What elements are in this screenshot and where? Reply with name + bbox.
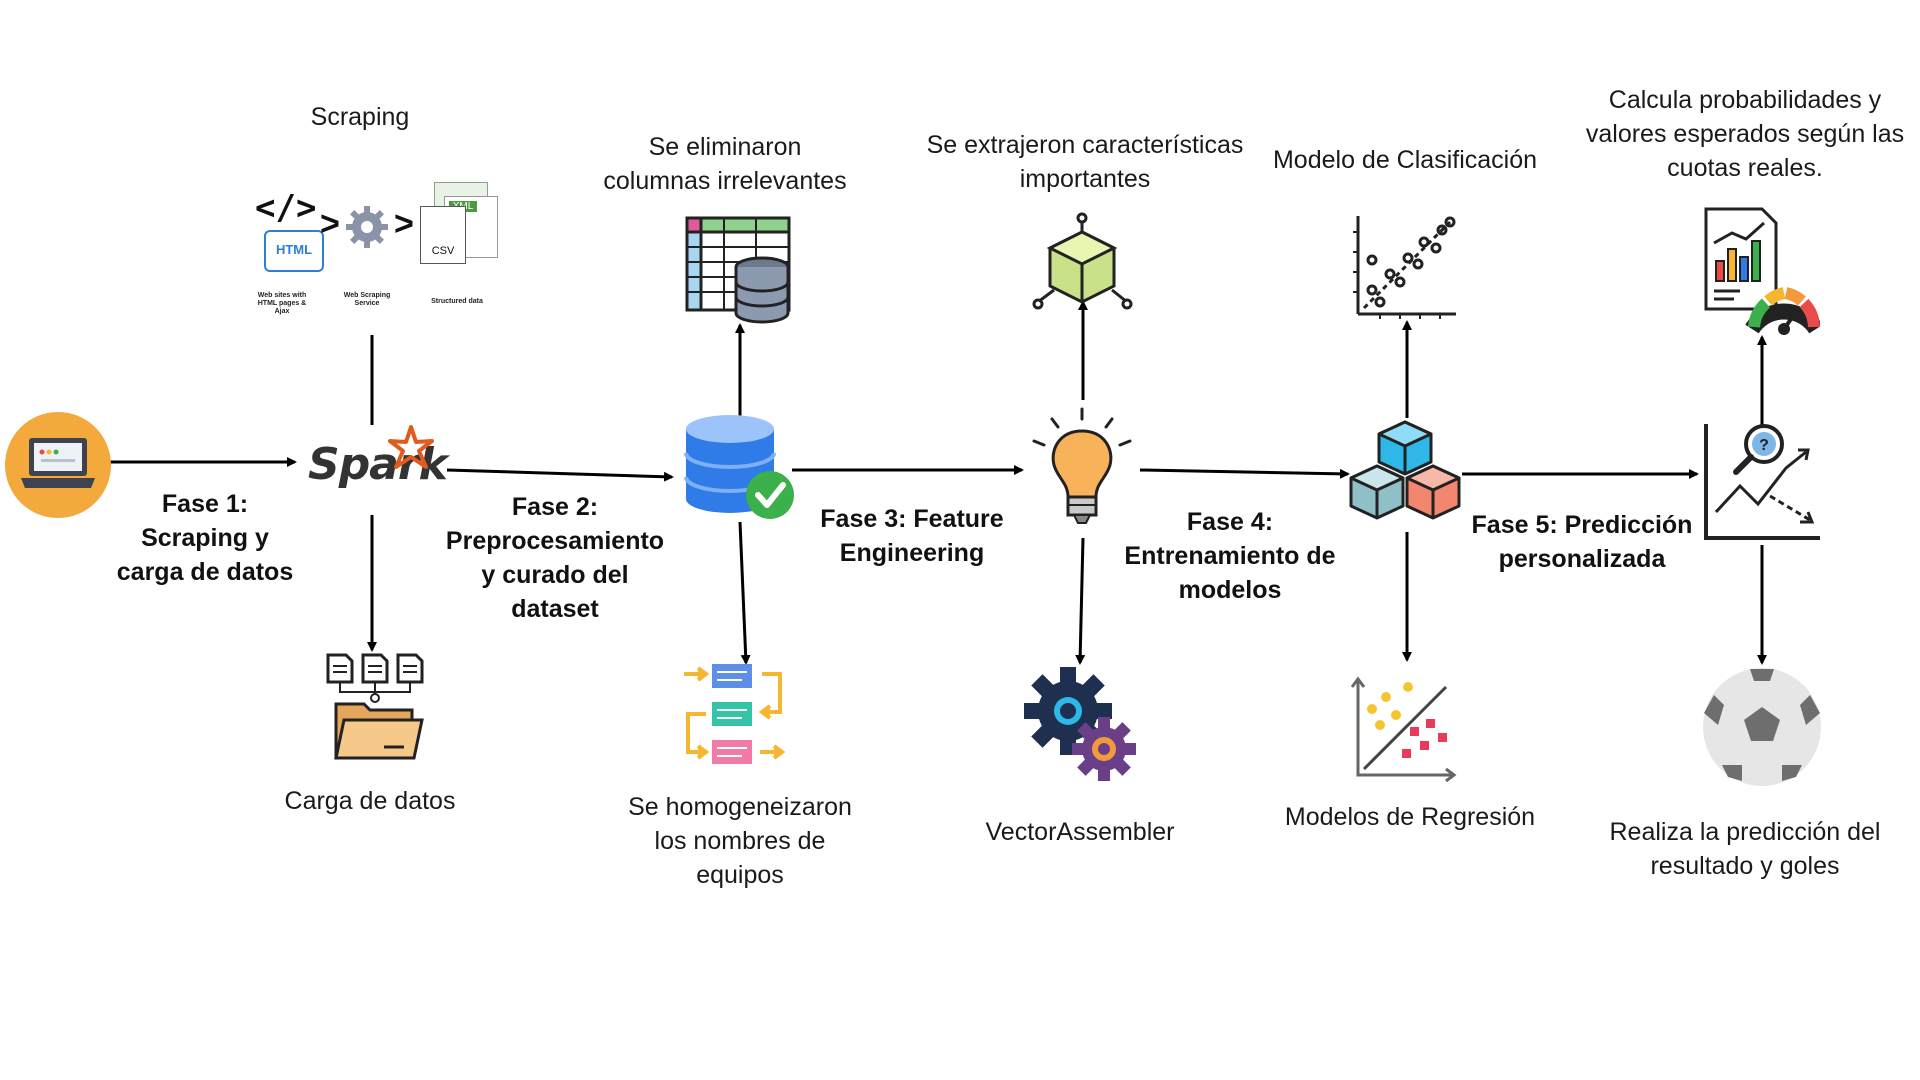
extrajeron-label: Se extrajeron características importante… [926, 131, 1244, 193]
arrow-db-homog [738, 521, 751, 665]
table-database-icon [684, 215, 796, 327]
phase-5-label: Fase 5: Predicción personalizada [1471, 511, 1693, 573]
phase-4-label: Fase 4: Entrenamiento de modelos [1124, 508, 1336, 604]
laptop-icon [3, 410, 113, 520]
clasificacion-label: Modelo de Clasificación [1272, 146, 1538, 174]
vectorassembler-label: VectorAssembler [985, 818, 1175, 846]
prediction-chart-icon: ? [1700, 420, 1825, 545]
chevron-right-icon: > [320, 205, 340, 243]
spark-logo: Spark [308, 425, 448, 495]
report-gauge-icon [1700, 205, 1823, 335]
soccer-ball-icon [1700, 665, 1824, 789]
lightbulb-icon [1030, 405, 1135, 530]
eliminaron-label: Se eliminaron columnas irrelevantes [603, 133, 847, 195]
regresion-label: Modelos de Regresión [1284, 803, 1536, 831]
scraping-diagram: </> HTML > > XML CSV Web sites with HTML… [252, 182, 498, 315]
chevron-right-icon: > [394, 205, 414, 243]
html-tag-icon: </> [255, 188, 317, 228]
database-check-icon [680, 415, 800, 525]
arrow-bulb-blocks [1139, 468, 1350, 479]
gear-icon [342, 202, 392, 257]
caption-web: Web sites with HTML pages & Ajax [257, 292, 307, 315]
calcula-label: Calcula probabilidades y valores esperad… [1585, 86, 1905, 182]
realiza-label: Realiza la predicción del resultado y go… [1609, 818, 1881, 880]
homogeneizaron-label: Se homogeneizaron los nombres de equipos [628, 793, 852, 889]
blocks-icon [1345, 418, 1465, 533]
structured-data-icon: XML CSV [420, 182, 498, 270]
folder-files-icon [320, 650, 430, 765]
svg-text:?: ? [1759, 437, 1769, 454]
phase-2-label: Fase 2: Preprocesamiento y curado del da… [445, 493, 665, 623]
phase-1-label: Fase 1: Scraping y carga de datos [116, 490, 294, 586]
caption-structured: Structured data [431, 298, 483, 305]
caption-service: Web Scraping Service [343, 292, 391, 307]
arrow-spark-db [446, 468, 674, 482]
phase-3-label: Fase 3: Feature Engineering [820, 505, 1004, 567]
cube-network-icon [1030, 212, 1135, 312]
scatter-plot-icon [1350, 212, 1460, 322]
regression-plot-icon [1350, 675, 1460, 785]
gears-icon [1020, 665, 1140, 785]
scraping-label: Scraping [310, 103, 410, 131]
carga-label: Carga de datos [284, 787, 456, 815]
html-file-icon: HTML [264, 230, 324, 272]
list-sync-icon [680, 660, 795, 770]
arrow-bulb-gear [1075, 537, 1086, 665]
